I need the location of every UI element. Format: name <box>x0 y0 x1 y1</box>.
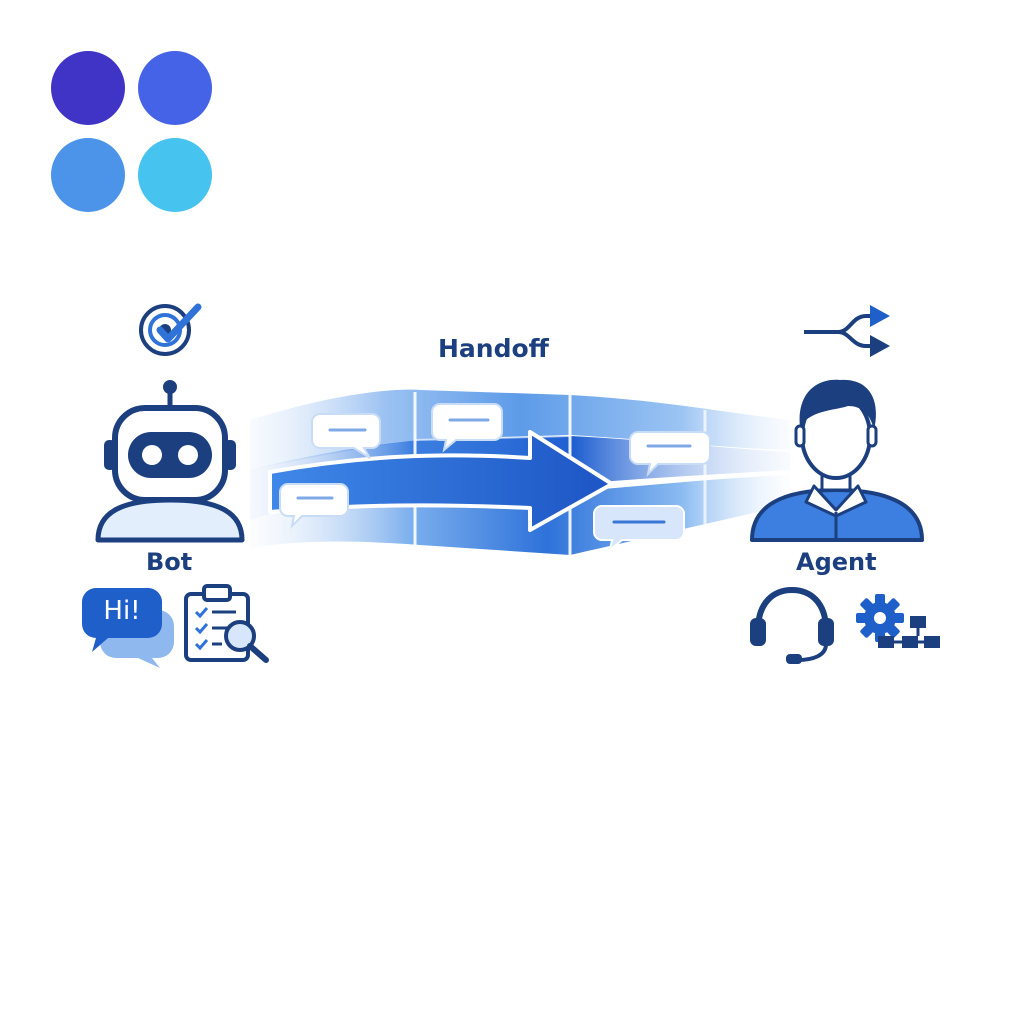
robot-icon <box>95 380 245 543</box>
chat-message-icon <box>311 413 381 459</box>
brand-dot-3 <box>51 138 125 212</box>
hi-chat-bubbles-icon <box>82 588 174 668</box>
chat-message-icon <box>279 483 349 530</box>
clipboard-search-icon <box>184 584 269 663</box>
chat-message-icon <box>593 505 685 553</box>
hi-greeting-text: Hi! <box>103 596 141 626</box>
gear-workflow-icon <box>856 594 940 648</box>
headset-icon <box>750 586 834 664</box>
stream-band-top <box>250 389 790 470</box>
diagram-title: Handoff <box>438 334 549 363</box>
brand-dot-2 <box>138 51 212 125</box>
agent-label: Agent <box>796 548 877 576</box>
brand-dot-4 <box>138 138 212 212</box>
person-icon <box>750 379 924 542</box>
routing-arrows-icon <box>804 305 890 357</box>
target-check-icon <box>139 303 202 356</box>
chat-message-icon <box>629 431 711 478</box>
chat-message-icon <box>431 403 503 453</box>
brand-dot-1 <box>51 51 125 125</box>
bot-label: Bot <box>146 548 193 576</box>
handoff-arrow-icon <box>268 430 614 532</box>
